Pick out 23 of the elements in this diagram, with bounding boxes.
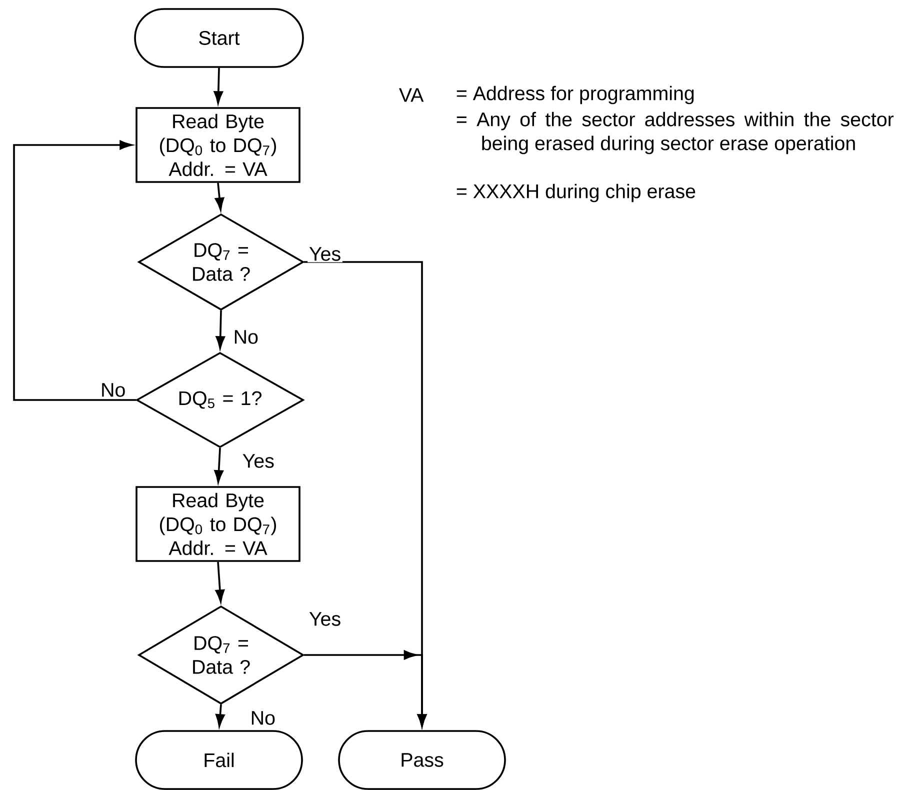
arrow [304,650,427,727]
arrow [216,310,225,349]
arrow [214,448,224,483]
edge-label: No [232,328,260,346]
arrow [216,704,225,727]
note-text: = Any of the sector addresses within the sector being erased during sector erase operation [456,112,894,154]
arrow [214,68,224,104]
edge-label: No [248,710,277,726]
process-box: Read Byte (DQ$_{0}$ to DQ$_{7}$) Addr. = VA [136,486,300,562]
note-text: = XXXXH during chip erase [456,184,696,202]
note-text: = Address for programming [456,86,694,104]
edge-label: Yes [308,246,342,262]
edge-label: Yes [240,452,276,470]
arrow [214,182,224,210]
arrow [13,140,136,401]
edge-label: No [99,382,128,398]
terminal-box: Fail [135,730,303,790]
process-box: Read Byte (DQ$_{0}$ to DQ$_{7}$) Addr. = VA [136,107,300,183]
terminal-box: Pass [338,730,506,790]
terminal-box: Start [134,8,304,68]
arrow [215,562,225,602]
note-text: VA [399,88,424,102]
edge-label: Yes [308,610,342,628]
